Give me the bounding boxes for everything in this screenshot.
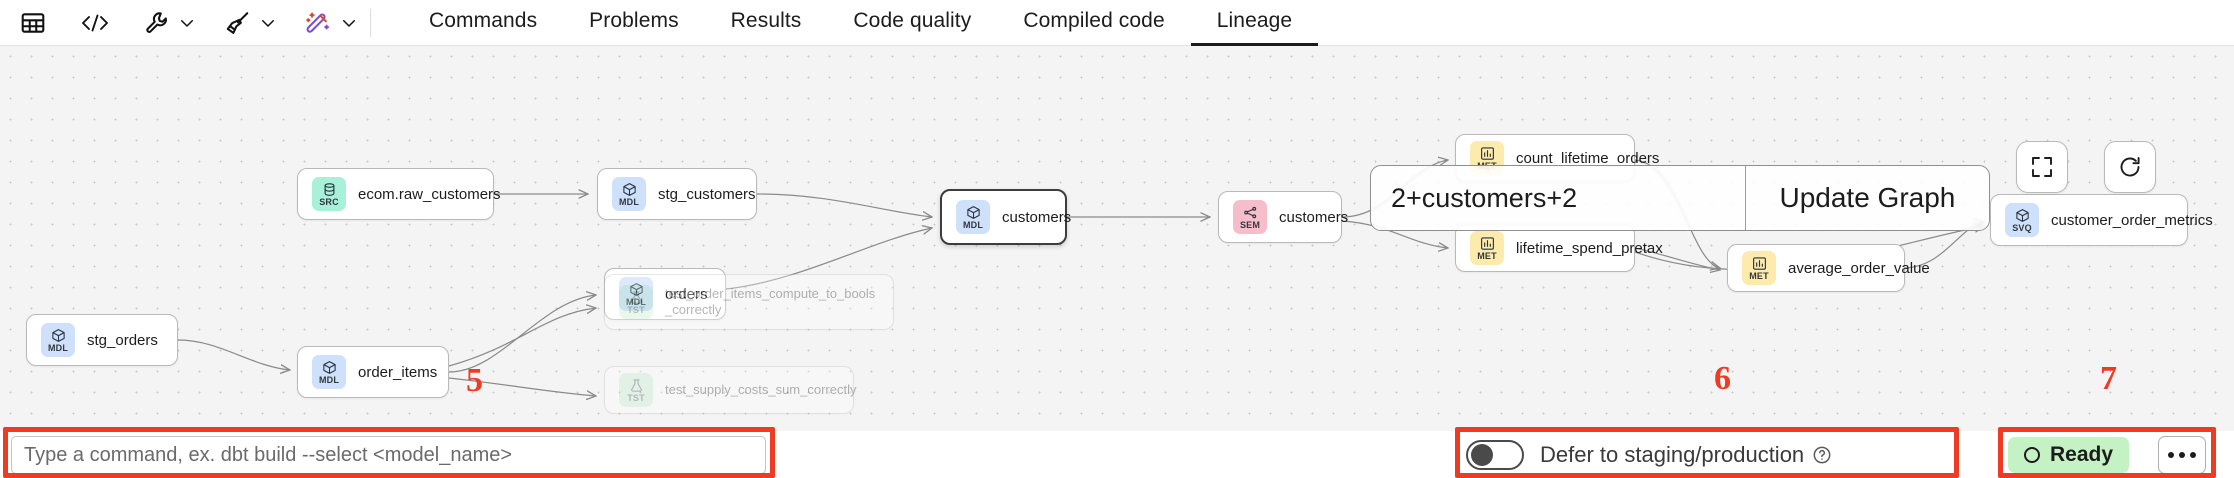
annotation-number-7: 7: [2100, 360, 2117, 397]
code-icon[interactable]: [74, 6, 116, 40]
defer-toggle[interactable]: [1466, 440, 1524, 470]
wrench-menu[interactable]: [138, 6, 196, 40]
node-label: stg_customers: [658, 185, 756, 203]
chevron-down-icon[interactable]: [259, 14, 277, 32]
broom-icon[interactable]: [218, 6, 257, 40]
annotation-number-6: 6: [1714, 360, 1731, 397]
node-label: order_items: [358, 363, 438, 381]
tab-bar: Commands Problems Results Code quality Compi…: [403, 0, 1319, 46]
node-label: stg_orders: [87, 331, 158, 349]
node-label: customers: [1279, 208, 1349, 226]
ellipsis-icon: [2168, 452, 2196, 458]
src-badge-icon: SRC: [312, 177, 346, 211]
table-icon[interactable]: [14, 6, 52, 40]
magic-wand-menu[interactable]: [299, 6, 358, 40]
status-badge[interactable]: Ready: [2008, 437, 2130, 473]
tab-problems[interactable]: Problems: [589, 9, 679, 32]
node-label: average_order_value: [1788, 259, 1930, 277]
toolbar-divider: [370, 8, 371, 37]
tst-badge-icon: TST: [619, 373, 653, 407]
tab-lineage[interactable]: Lineage: [1190, 0, 1319, 46]
lineage-node-tst_bools[interactable]: TST test_order_items_compute_to_bools _co…: [604, 274, 894, 330]
tab-code-quality[interactable]: Code quality: [853, 9, 972, 32]
lineage-selector-panel[interactable]: Update Graph: [1370, 165, 1990, 231]
met-badge-icon: MET: [1742, 251, 1776, 285]
lineage-node-order_items[interactable]: MDL order_items: [297, 346, 449, 398]
command-input[interactable]: [11, 436, 766, 474]
svq-badge-icon: SVQ: [2005, 203, 2039, 237]
node-label: customer_order_metrics: [2051, 211, 2213, 229]
lineage-node-stg_customers[interactable]: MDL stg_customers: [597, 168, 757, 220]
wrench-icon[interactable]: [138, 6, 176, 40]
node-label: count_lifetime_orders: [1516, 149, 1660, 167]
node-label: orders: [665, 285, 708, 303]
node-label: test_order_items_compute_to_bools _corre…: [665, 285, 876, 317]
node-label: test_supply_costs_sum_correctly: [665, 381, 857, 397]
more-options-button[interactable]: [2158, 436, 2206, 474]
broom-menu[interactable]: [218, 6, 277, 40]
tab-compiled-code[interactable]: Compiled code: [1023, 9, 1165, 32]
lineage-node-lifetime_spend[interactable]: MET lifetime_spend_pretax: [1455, 224, 1663, 272]
chevron-down-icon[interactable]: [340, 14, 358, 32]
defer-label: Defer to staging/production: [1540, 442, 1805, 467]
tst-badge-icon: TST: [619, 285, 653, 319]
mdl-badge-icon: MDL: [312, 355, 346, 389]
lineage-node-ecom_raw_cust[interactable]: SRC ecom.raw_customers: [297, 168, 501, 220]
defer-control[interactable]: Defer to staging/production: [1466, 434, 1832, 476]
lineage-node-customers_sem[interactable]: SEM customers: [1218, 191, 1348, 243]
tab-commands[interactable]: Commands: [429, 9, 538, 32]
mdl-badge-icon: MDL: [619, 277, 653, 311]
magic-wand-icon[interactable]: [299, 6, 338, 40]
toolbar-icon-group: [0, 0, 383, 45]
mdl-badge-icon: MDL: [41, 323, 75, 357]
annotation-number-5: 5: [466, 362, 483, 399]
node-label: ecom.raw_customers: [358, 185, 501, 203]
chevron-down-icon[interactable]: [178, 14, 196, 32]
toggle-knob: [1471, 444, 1493, 466]
met-badge-icon: MET: [1470, 231, 1504, 265]
selector-divider: [1745, 166, 1746, 230]
node-label: customers: [1002, 208, 1072, 226]
node-label: lifetime_spend_pretax: [1516, 239, 1663, 257]
lineage-node-orders[interactable]: MDL orders: [604, 268, 726, 320]
question-mark-icon[interactable]: [1812, 445, 1832, 465]
mdl-badge-icon: MDL: [956, 200, 990, 234]
lineage-node-stg_orders[interactable]: MDL stg_orders: [26, 314, 178, 366]
tab-results[interactable]: Results: [730, 9, 802, 32]
lineage-node-customers_mdl[interactable]: MDL customers: [940, 189, 1071, 245]
update-graph-button[interactable]: Update Graph: [1746, 166, 1989, 230]
status-dot-icon: [2024, 447, 2040, 463]
top-toolbar: Commands Problems Results Code quality Compi…: [0, 0, 2234, 46]
lineage-node-cust_order_met[interactable]: SVQ customer_order_metrics: [1990, 194, 2213, 246]
status-label: Ready: [2050, 443, 2114, 466]
fullscreen-button[interactable]: [2016, 141, 2068, 193]
refresh-button[interactable]: [2104, 141, 2156, 193]
mdl-badge-icon: MDL: [612, 177, 646, 211]
sem-badge-icon: SEM: [1233, 200, 1267, 234]
lineage-node-tst_supply[interactable]: TST test_supply_costs_sum_correctly: [604, 366, 857, 414]
lineage-node-avg_order_val[interactable]: MET average_order_value: [1727, 244, 1930, 292]
lineage-selector-input[interactable]: [1371, 166, 1745, 230]
